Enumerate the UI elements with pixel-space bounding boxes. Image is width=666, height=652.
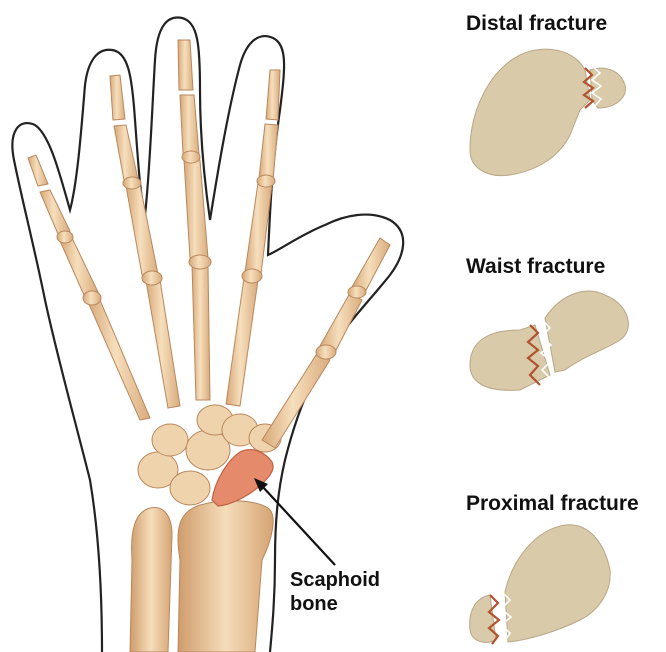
distal-fracture-label: Distal fracture xyxy=(466,12,607,36)
waist-fracture-illustration xyxy=(470,291,628,390)
index-finger-bones xyxy=(226,70,280,406)
distal-fracture-illustration xyxy=(470,49,625,176)
waist-fracture-label: Waist fracture xyxy=(466,255,605,279)
scaphoid-label-line2: bone xyxy=(290,592,380,616)
scaphoid-bone-label: Scaphoid bone xyxy=(290,568,380,616)
proximal-fracture-label: Proximal fracture xyxy=(466,492,639,516)
thumb-bones xyxy=(262,238,390,448)
scaphoid-label-line1: Scaphoid xyxy=(290,568,380,592)
radius-bone xyxy=(178,501,273,652)
proximal-fracture-illustration xyxy=(470,525,611,644)
middle-finger-bones xyxy=(178,40,211,400)
ulna-bone xyxy=(130,507,172,652)
